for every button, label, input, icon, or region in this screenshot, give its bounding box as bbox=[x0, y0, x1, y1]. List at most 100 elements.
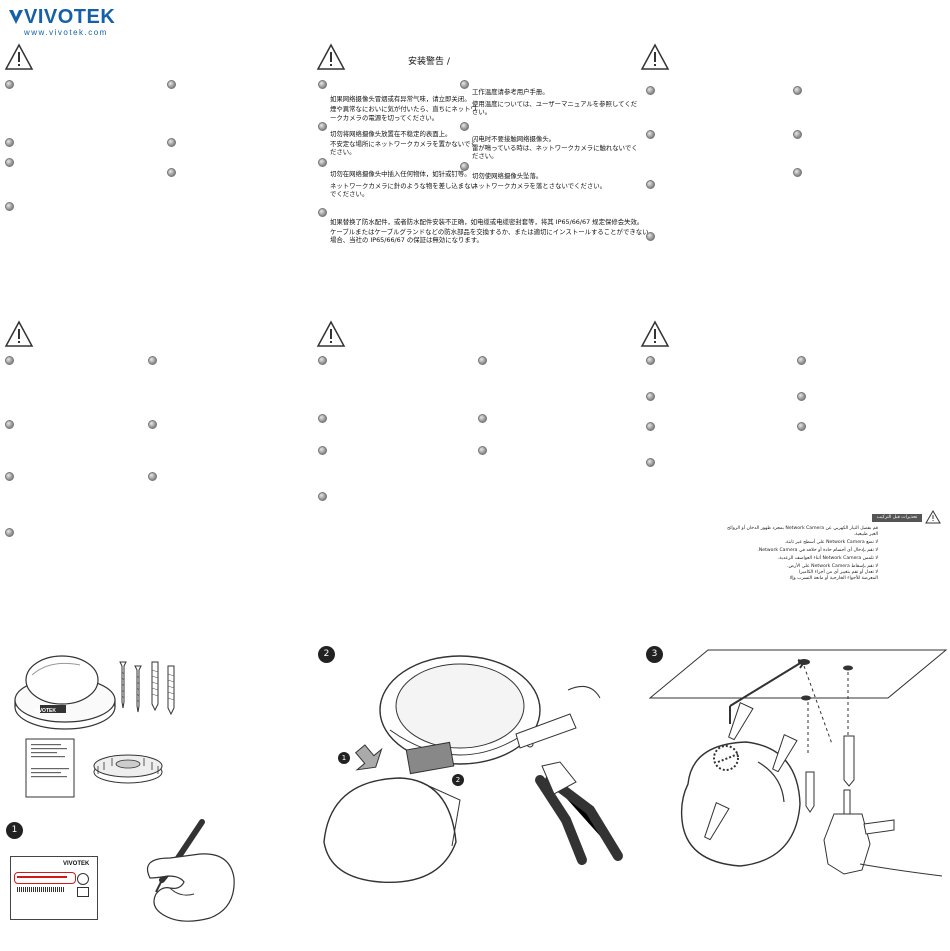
gray-bullet-icon bbox=[646, 130, 655, 139]
warning-text: ネットワークカメラに針のような物を差し込まない bbox=[330, 182, 477, 190]
gray-bullet-icon bbox=[167, 138, 176, 147]
warning-text: 切勿使网络摄像头坠落。 bbox=[472, 172, 543, 180]
dome-brand-label: VIVOTEK bbox=[34, 708, 56, 714]
warning-text: ネットワークカメラを落とさないでください。 bbox=[472, 182, 607, 190]
vivotek-mark-icon bbox=[9, 10, 23, 24]
sub-step-badge: 2 bbox=[452, 774, 464, 786]
brand-url: www.vivotek.com bbox=[24, 28, 108, 37]
gray-bullet-icon bbox=[5, 138, 14, 147]
warning-triangle-icon bbox=[925, 510, 941, 524]
barcode bbox=[17, 887, 65, 892]
gray-bullet-icon bbox=[478, 356, 487, 365]
warning-text: 闪电时不要接触网络摄像头。 bbox=[472, 135, 556, 143]
step-badge: 3 bbox=[646, 646, 663, 663]
warning-text: 如果替换了防水配件，或者防水配件安装不正确，如电缆或电缆密封套等，将其 IP65… bbox=[330, 218, 644, 226]
step-badge: 2 bbox=[318, 646, 335, 663]
mac-address-highlight bbox=[14, 872, 76, 884]
gray-bullet-icon bbox=[5, 528, 14, 537]
gray-bullet-icon bbox=[646, 232, 655, 241]
gray-bullet-icon bbox=[318, 122, 327, 131]
warning-text: ークカメラの電源を切ってください。 bbox=[330, 114, 439, 122]
gray-bullet-icon bbox=[646, 356, 655, 365]
warning-text: さい。 bbox=[472, 108, 492, 116]
warning-text: ださい。 bbox=[472, 152, 498, 160]
gray-bullet-icon bbox=[318, 446, 327, 455]
warning-title-ja: 安装警告 / bbox=[408, 57, 450, 67]
warning-triangle-icon bbox=[316, 320, 346, 347]
ceiling-mount-illustration bbox=[648, 649, 948, 877]
arabic-title: تحذيرات قبل التركيب bbox=[872, 514, 922, 522]
gray-bullet-icon bbox=[167, 168, 176, 177]
warning-triangle-icon bbox=[640, 43, 670, 70]
gray-bullet-icon bbox=[318, 356, 327, 365]
gray-bullet-icon bbox=[797, 392, 806, 401]
warning-text: 場合、当社の IP65/66/67 の保証は無効になります。 bbox=[330, 236, 483, 244]
gray-bullet-icon bbox=[478, 414, 487, 423]
gray-bullet-icon bbox=[5, 202, 14, 211]
gray-bullet-icon bbox=[646, 392, 655, 401]
gray-bullet-icon bbox=[460, 162, 469, 171]
gray-bullet-icon bbox=[797, 422, 806, 431]
warning-text: ださい。 bbox=[330, 148, 356, 156]
warning-triangle-icon bbox=[640, 320, 670, 347]
warning-triangle-icon bbox=[4, 43, 34, 70]
arabic-text: لا تقم بإسقاط Network Camera على الأرض. bbox=[787, 564, 878, 569]
step-badge: 1 bbox=[6, 822, 23, 839]
gray-bullet-icon bbox=[793, 168, 802, 177]
hand-writing-illustration bbox=[146, 819, 235, 922]
gray-bullet-icon bbox=[318, 492, 327, 501]
warning-text: 不安定な場所にネットワークカメラを置かないでく bbox=[330, 140, 477, 148]
gray-bullet-icon bbox=[148, 356, 157, 365]
gray-bullet-icon bbox=[318, 80, 327, 89]
arabic-text: الغير طبيعية. bbox=[853, 532, 878, 537]
mounting-tool-illustration bbox=[93, 754, 163, 784]
arabic-text: قم بفصل التيار الكهربي عن Network Camera… bbox=[727, 526, 878, 531]
gray-bullet-icon bbox=[148, 420, 157, 429]
sub-step-badge: 1 bbox=[338, 752, 350, 764]
gray-bullet-icon bbox=[318, 414, 327, 423]
quick-guide-document bbox=[25, 738, 75, 798]
gray-bullet-icon bbox=[5, 420, 14, 429]
warning-triangle-icon bbox=[316, 43, 346, 70]
brand-name: VIVOTEK bbox=[24, 6, 116, 28]
arabic-text: المعرضة للأجواء الخارجية أو مانعة التسرب… bbox=[789, 576, 878, 581]
gray-bullet-icon bbox=[646, 180, 655, 189]
gray-bullet-icon bbox=[646, 86, 655, 95]
warning-triangle-icon bbox=[4, 320, 34, 347]
gray-bullet-icon bbox=[478, 446, 487, 455]
label-brand: VIVOTEK bbox=[63, 861, 90, 867]
gray-bullet-icon bbox=[793, 86, 802, 95]
gray-bullet-icon bbox=[167, 80, 176, 89]
arabic-text: لا تعدل أو تقم بتغيير أي من أجزاء الكامي… bbox=[798, 570, 878, 575]
gray-bullet-icon bbox=[797, 356, 806, 365]
gray-bullet-icon bbox=[5, 472, 14, 481]
arabic-text: لا تضع Network Camera على أسطح غير ثابتة… bbox=[784, 540, 878, 545]
gray-bullet-icon bbox=[148, 472, 157, 481]
screws-anchors-illustration bbox=[119, 661, 175, 716]
camera-open-illustration bbox=[323, 655, 623, 884]
brand-logo: VIVOTEK www.vivotek.com bbox=[8, 6, 138, 40]
gray-bullet-icon bbox=[460, 80, 469, 89]
gray-bullet-icon bbox=[5, 80, 14, 89]
warning-text: 切勿将网络摄像头放置在不稳定的表面上。 bbox=[330, 130, 452, 138]
warning-text: 工作温度请参考用户手册。 bbox=[472, 88, 549, 96]
warning-text: 使用温度については、ユーザーマニュアルを参照してくだ bbox=[472, 100, 638, 108]
gray-bullet-icon bbox=[646, 458, 655, 467]
arabic-text: لا تلمس Network Camera أثناء العواصف الر… bbox=[777, 556, 878, 561]
gray-bullet-icon bbox=[318, 158, 327, 167]
camera-dome-illustration bbox=[14, 655, 116, 730]
warning-text: ケーブルまたはケーブルグランドなどの防水部品を交換するか、または適切にインストー… bbox=[330, 228, 649, 236]
warning-text: でください。 bbox=[330, 190, 369, 198]
warning-text: 如果网络摄像头冒烟或有异常气味，请立即关闭。 bbox=[330, 95, 471, 103]
warning-text: 煙や異常なにおいに気が付いたら、直ちにネットワ bbox=[330, 105, 477, 113]
gray-bullet-icon bbox=[5, 158, 14, 167]
gray-bullet-icon bbox=[793, 130, 802, 139]
warning-text: 切勿在网络摄像头中插入任何物体，如针或钉等。 bbox=[330, 170, 471, 178]
gray-bullet-icon bbox=[5, 356, 14, 365]
arabic-text: لا تقم بإدخال أي أجسام حادة أو خلافه في … bbox=[757, 548, 878, 553]
gray-bullet-icon bbox=[646, 422, 655, 431]
gray-bullet-icon bbox=[318, 208, 327, 217]
gray-bullet-icon bbox=[460, 122, 469, 131]
camera-label-sticker: VIVOTEK bbox=[10, 856, 98, 920]
warning-text: 雷が鳴っている時は、ネットワークカメラに触れないでく bbox=[472, 144, 638, 152]
